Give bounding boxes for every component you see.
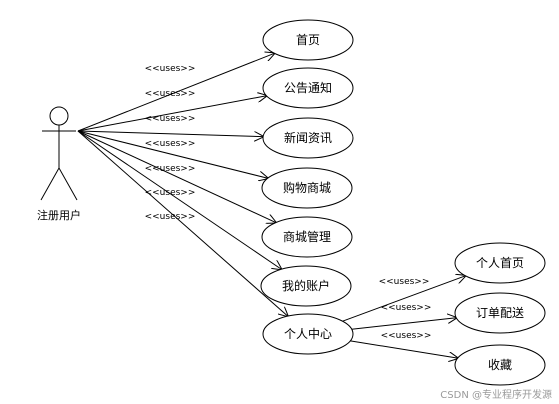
relation-label: <<uses>>	[145, 139, 196, 149]
relation-label: <<uses>>	[145, 164, 196, 174]
relation-label: <<uses>>	[145, 212, 196, 222]
relation-label: <<uses>>	[145, 114, 196, 124]
actor-left-leg	[40, 167, 60, 201]
use-case-favorites[interactable]: 收藏	[454, 344, 546, 386]
relation-label: <<uses>>	[145, 89, 196, 99]
relation-label: <<uses>>	[381, 331, 432, 341]
relation-label: <<uses>>	[379, 277, 430, 287]
use-case-label: 公告通知	[284, 81, 332, 95]
relation-line	[77, 130, 276, 223]
relations-layer: <<uses>> <<uses>> <<uses>> <<uses>> <<uses>>…	[77, 53, 466, 358]
use-case-my-account[interactable]: 我的账户	[260, 265, 352, 307]
relation-line	[350, 340, 457, 358]
relation-line	[77, 96, 267, 132]
uses-relation: <<uses>>	[351, 303, 457, 330]
relation-label: <<uses>>	[145, 64, 196, 74]
uses-relation: <<uses>>	[77, 53, 274, 132]
relation-line	[77, 130, 288, 316]
relation-label: <<uses>>	[381, 303, 432, 313]
use-case-home[interactable]: 首页	[262, 19, 354, 61]
uses-relation: <<uses>>	[350, 331, 457, 358]
use-case-news[interactable]: 新闻资讯	[262, 117, 354, 159]
relation-line	[342, 276, 466, 322]
use-case-shop[interactable]: 购物商城	[261, 167, 353, 209]
use-case-label: 个人中心	[284, 326, 332, 341]
relation-line	[77, 130, 281, 269]
watermark: CSDN @专业程序开发源	[440, 388, 552, 401]
use-case-mall-management[interactable]: 商城管理	[261, 216, 353, 258]
uses-relation: <<uses>>	[77, 89, 267, 132]
uses-relation: <<uses>>	[77, 130, 276, 223]
uses-relation: <<uses>>	[77, 114, 263, 137]
use-case-label: 购物商城	[283, 180, 331, 195]
relation-line	[77, 53, 274, 132]
relation-label: <<uses>>	[145, 188, 196, 198]
use-case-personal-center[interactable]: 个人中心	[262, 313, 354, 355]
actor-right-leg	[58, 167, 78, 201]
use-case-label: 新闻资讯	[284, 130, 332, 145]
uses-relation: <<uses>>	[342, 276, 466, 322]
use-case-order-delivery[interactable]: 订单配送	[454, 292, 546, 334]
relation-line	[77, 130, 263, 137]
use-case-label: 个人首页	[476, 256, 524, 270]
use-case-label: 收藏	[488, 358, 512, 372]
uses-relation: <<uses>>	[77, 130, 268, 178]
relation-line	[77, 130, 268, 178]
use-case-label: 订单配送	[476, 305, 524, 320]
use-cases-layer: 首页 公告通知 新闻资讯 购物商城 商城管理 我的账户 个人中心 个人首页	[260, 19, 546, 386]
use-case-notice[interactable]: 公告通知	[262, 67, 354, 109]
use-case-label: 商城管理	[283, 229, 331, 244]
relation-line	[351, 318, 457, 330]
use-case-label: 我的账户	[282, 278, 330, 293]
use-case-profile-home[interactable]: 个人首页	[454, 242, 546, 284]
actor: 注册用户	[37, 106, 81, 222]
actor-label: 注册用户	[37, 208, 81, 222]
uses-relation: <<uses>>	[77, 130, 281, 269]
uses-relation: <<uses>>	[77, 130, 288, 316]
use-case-label: 首页	[296, 33, 320, 47]
actor-head	[49, 106, 69, 126]
